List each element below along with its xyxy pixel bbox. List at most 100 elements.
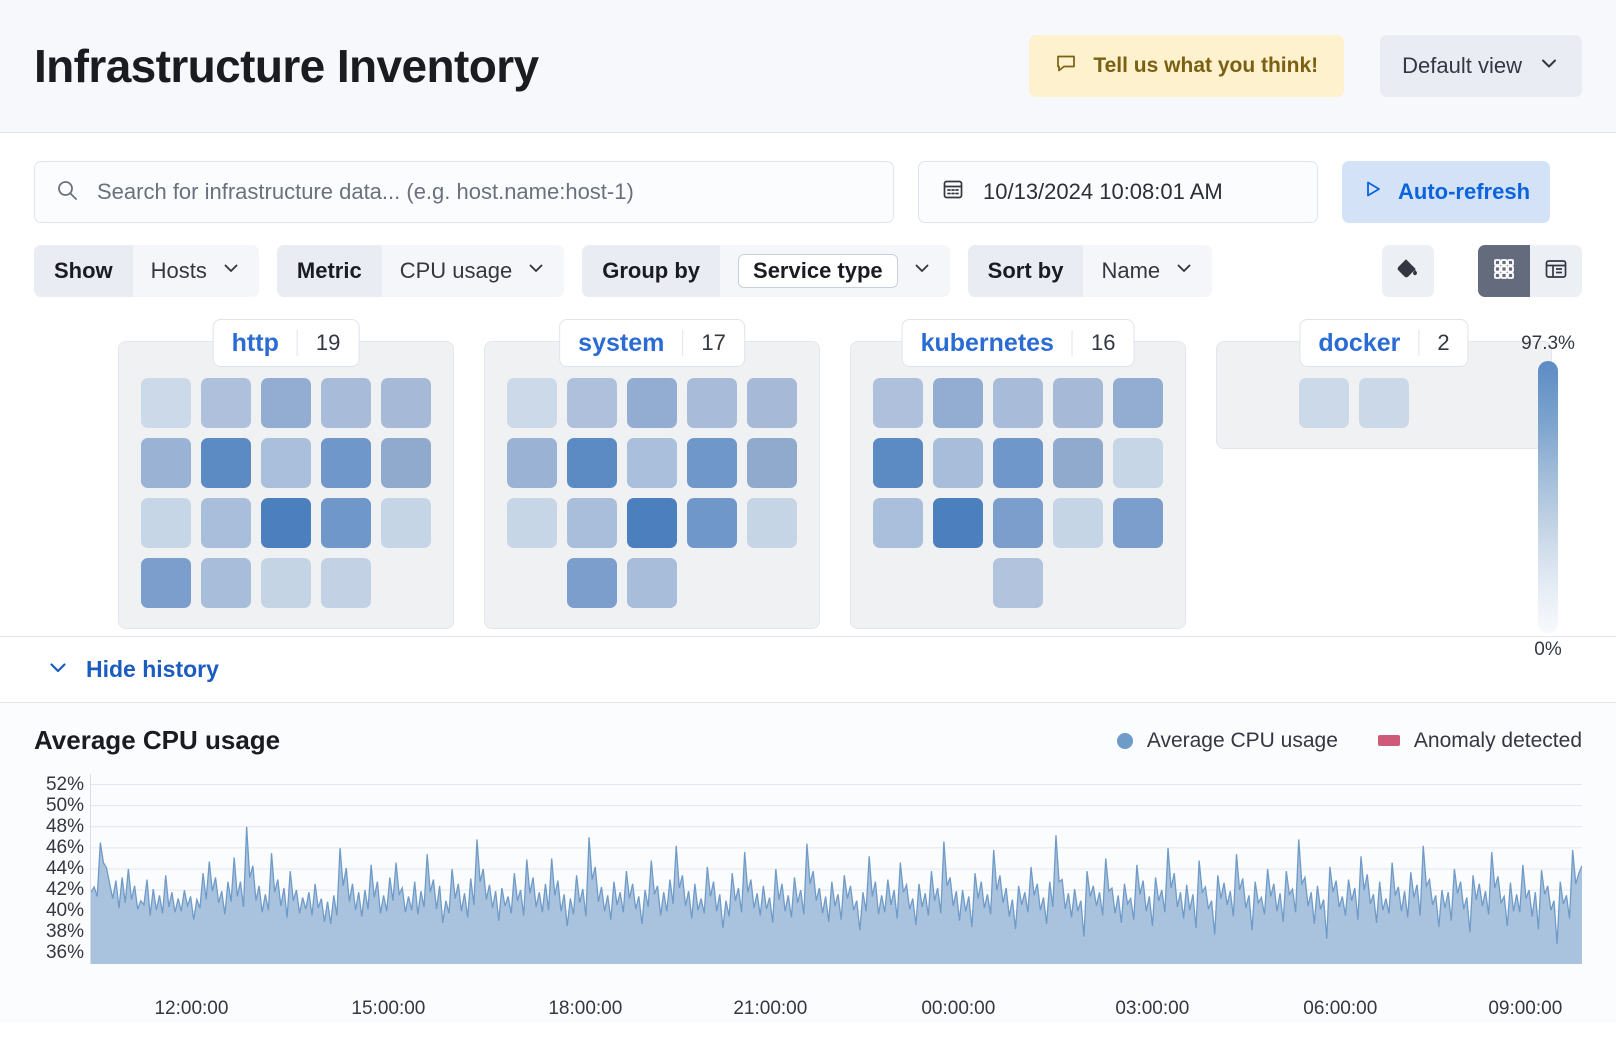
group-name[interactable]: http	[231, 328, 279, 357]
date-picker[interactable]: 10/13/2024 10:08:01 AM	[918, 161, 1318, 223]
group-header-kubernetes[interactable]: kubernetes 16	[901, 319, 1135, 367]
host-tile[interactable]	[141, 378, 191, 428]
filter-sort-by-value[interactable]: Name	[1083, 245, 1213, 297]
host-tile[interactable]	[747, 498, 797, 548]
host-tile[interactable]	[993, 558, 1043, 608]
group-count: 16	[1071, 330, 1133, 356]
host-tile[interactable]	[201, 558, 251, 608]
view-toggle-group[interactable]	[1478, 245, 1582, 297]
host-tile[interactable]	[141, 438, 191, 488]
group-count: 19	[296, 330, 358, 356]
host-tile[interactable]	[747, 438, 797, 488]
host-tile[interactable]	[993, 498, 1043, 548]
host-tile[interactable]	[567, 438, 617, 488]
host-tile[interactable]	[321, 558, 371, 608]
host-tile[interactable]	[321, 438, 371, 488]
paint-bucket-button[interactable]	[1382, 245, 1434, 297]
chart-canvas[interactable]	[90, 774, 1582, 964]
host-tile[interactable]	[201, 498, 251, 548]
legend-label-average-cpu-usage: Average CPU usage	[1146, 728, 1338, 752]
host-tile[interactable]	[933, 498, 983, 548]
host-tile[interactable]	[201, 378, 251, 428]
host-tile[interactable]	[1359, 378, 1409, 428]
auto-refresh-button[interactable]: Auto-refresh	[1342, 161, 1551, 223]
host-tile[interactable]	[687, 438, 737, 488]
feedback-button[interactable]: Tell us what you think!	[1029, 35, 1345, 97]
filter-metric[interactable]: Metric CPU usage	[276, 245, 565, 297]
filter-group-by-value[interactable]: Service type	[720, 245, 950, 297]
page-title: Infrastructure Inventory	[34, 40, 539, 92]
host-tile[interactable]	[873, 378, 923, 428]
host-tile[interactable]	[993, 438, 1043, 488]
host-tile[interactable]	[933, 438, 983, 488]
chevron-down-icon	[221, 258, 241, 284]
filter-show-value[interactable]: Hosts	[132, 245, 259, 297]
hide-history-toggle[interactable]: Hide history	[0, 637, 1616, 703]
table-view-button[interactable]	[1530, 245, 1582, 297]
host-tile[interactable]	[873, 438, 923, 488]
host-tile[interactable]	[627, 378, 677, 428]
play-icon	[1362, 178, 1384, 206]
x-axis-tick: 15:00:00	[351, 998, 426, 1019]
host-tile[interactable]	[687, 378, 737, 428]
filter-group-by[interactable]: Group by Service type	[582, 245, 950, 297]
filter-show[interactable]: Show Hosts	[34, 245, 259, 297]
group-header-http[interactable]: http 19	[212, 319, 360, 367]
host-tile[interactable]	[261, 558, 311, 608]
host-tile[interactable]	[567, 378, 617, 428]
legend-item-average-cpu-usage[interactable]: Average CPU usage	[1116, 728, 1338, 753]
paint-bucket-icon	[1395, 257, 1421, 286]
host-tile[interactable]	[627, 558, 677, 608]
host-tile[interactable]	[567, 558, 617, 608]
host-tile[interactable]	[1113, 438, 1163, 488]
host-tile[interactable]	[321, 498, 371, 548]
host-tile[interactable]	[933, 378, 983, 428]
hide-history-label: Hide history	[86, 656, 219, 682]
host-tile[interactable]	[1053, 438, 1103, 488]
host-tile[interactable]	[261, 498, 311, 548]
host-tile[interactable]	[747, 378, 797, 428]
host-tile[interactable]	[873, 498, 923, 548]
host-tile[interactable]	[1299, 378, 1349, 428]
grid-view-button[interactable]	[1478, 245, 1530, 297]
host-tile[interactable]	[1113, 498, 1163, 548]
host-tile[interactable]	[141, 498, 191, 548]
legend-item-anomaly-detected[interactable]: Anomaly detected	[1377, 729, 1582, 753]
group-name[interactable]: docker	[1318, 328, 1401, 357]
host-tile[interactable]	[321, 378, 371, 428]
default-view-button[interactable]: Default view	[1380, 35, 1582, 97]
host-tile[interactable]	[261, 438, 311, 488]
host-tile[interactable]	[627, 438, 677, 488]
host-tile[interactable]	[507, 378, 557, 428]
host-tile[interactable]	[627, 498, 677, 548]
tile-placeholder	[1113, 558, 1163, 608]
tile-placeholder	[687, 558, 737, 608]
group-name[interactable]: kubernetes	[920, 328, 1054, 357]
filter-metric-value[interactable]: CPU usage	[381, 245, 565, 297]
group-name[interactable]: system	[578, 328, 665, 357]
x-axis-tick: 18:00:00	[548, 998, 623, 1019]
search-input[interactable]	[95, 178, 873, 206]
host-tile[interactable]	[381, 438, 431, 488]
search-input-wrapper[interactable]	[34, 161, 894, 223]
filter-sort-by[interactable]: Sort by Name	[967, 245, 1213, 297]
tile-grid	[141, 378, 431, 608]
host-tile[interactable]	[1053, 498, 1103, 548]
host-tile[interactable]	[381, 498, 431, 548]
host-tile[interactable]	[1053, 378, 1103, 428]
group-body	[850, 341, 1186, 629]
host-tile[interactable]	[141, 558, 191, 608]
host-tile[interactable]	[201, 438, 251, 488]
host-tile[interactable]	[261, 378, 311, 428]
host-tile[interactable]	[993, 378, 1043, 428]
host-tile[interactable]	[507, 438, 557, 488]
host-tile[interactable]	[1113, 378, 1163, 428]
host-tile[interactable]	[381, 378, 431, 428]
chevron-down-icon	[1174, 258, 1194, 284]
host-tile[interactable]	[567, 498, 617, 548]
host-tile[interactable]	[687, 498, 737, 548]
host-tile[interactable]	[507, 498, 557, 548]
